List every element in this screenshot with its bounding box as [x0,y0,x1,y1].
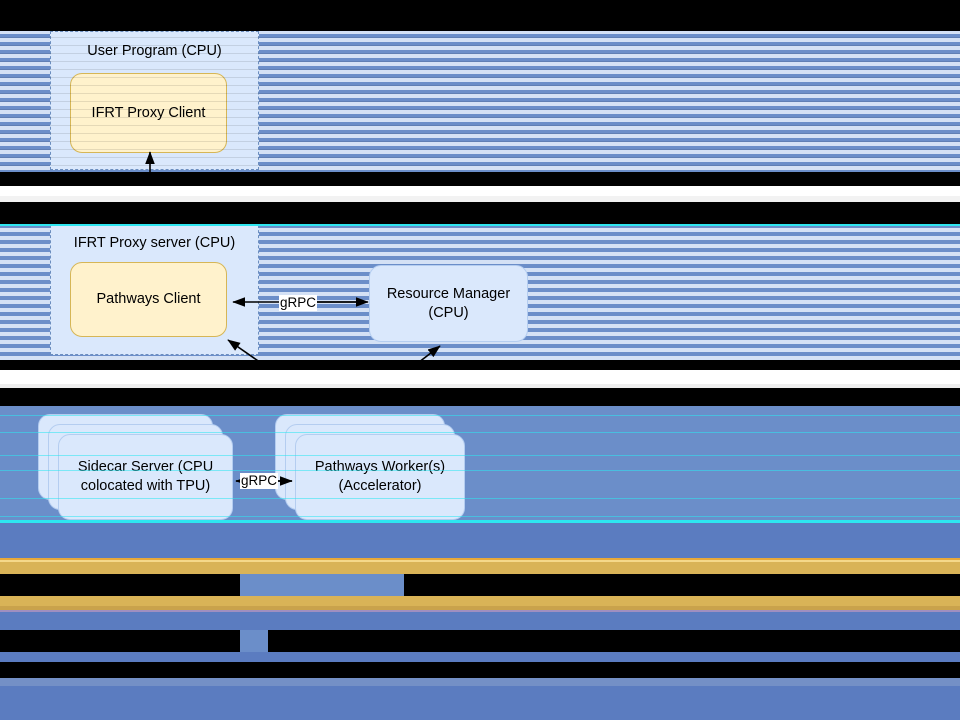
group-user-program-label: User Program (CPU) [87,43,222,59]
edge-label-grpc-4: gRPC [375,372,414,388]
edge-label-grpc-3: gRPC [249,368,288,384]
node-sidecar-server-line1: Sidecar Server (CPU [77,459,214,475]
node-ifrt-proxy-client-label: IFRT Proxy Client [91,104,206,121]
legend-swatch-yellow [108,563,212,607]
node-pathways-worker-line1: Pathways Worker(s) [314,459,446,475]
group-ifrt-proxy-server-label: IFRT Proxy server (CPU) [73,235,236,251]
node-resource-manager[interactable]: Resource Manager (CPU) [369,265,528,342]
node-pathways-worker-line2: (Accelerator) [338,478,422,494]
edge-label-grpc-5: gRPC [240,473,279,489]
edge-label-grpc-1: gRPC [128,181,167,197]
node-pathways-client-label: Pathways Client [96,291,201,307]
node-pathways-worker[interactable]: Pathways Worker(s) (Accelerator) [295,434,465,520]
edge-label-grpc-2: gRPC [279,295,318,311]
node-sidecar-server[interactable]: Sidecar Server (CPU colocated with TPU) [58,434,233,520]
node-resource-manager-line2: (CPU) [428,304,469,321]
node-resource-manager-line1: Resource Manager [386,285,511,302]
node-pathways-client[interactable]: Pathways Client [70,262,227,337]
node-sidecar-server-line2: colocated with TPU) [80,478,211,494]
legend-swatch-blue [108,620,212,664]
